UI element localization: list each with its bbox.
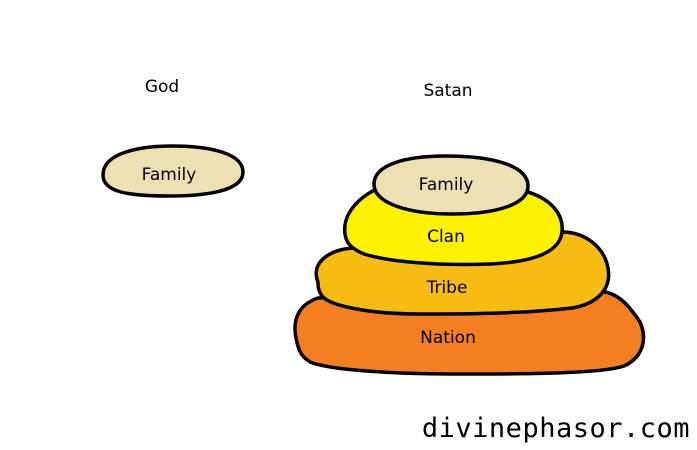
satan-clan-label: Clan <box>427 227 465 247</box>
satan-heading: Satan <box>423 81 472 101</box>
god-heading: God <box>145 77 179 97</box>
god-family-shape <box>101 144 245 198</box>
satan-family-label: Family <box>419 175 474 195</box>
satan-tribe-label: Tribe <box>426 278 468 298</box>
satan-nation-label: Nation <box>420 328 476 348</box>
god-family-label: Family <box>142 165 197 185</box>
satan-family-shape <box>372 154 530 216</box>
site-watermark: divinephasor.com <box>422 413 690 444</box>
